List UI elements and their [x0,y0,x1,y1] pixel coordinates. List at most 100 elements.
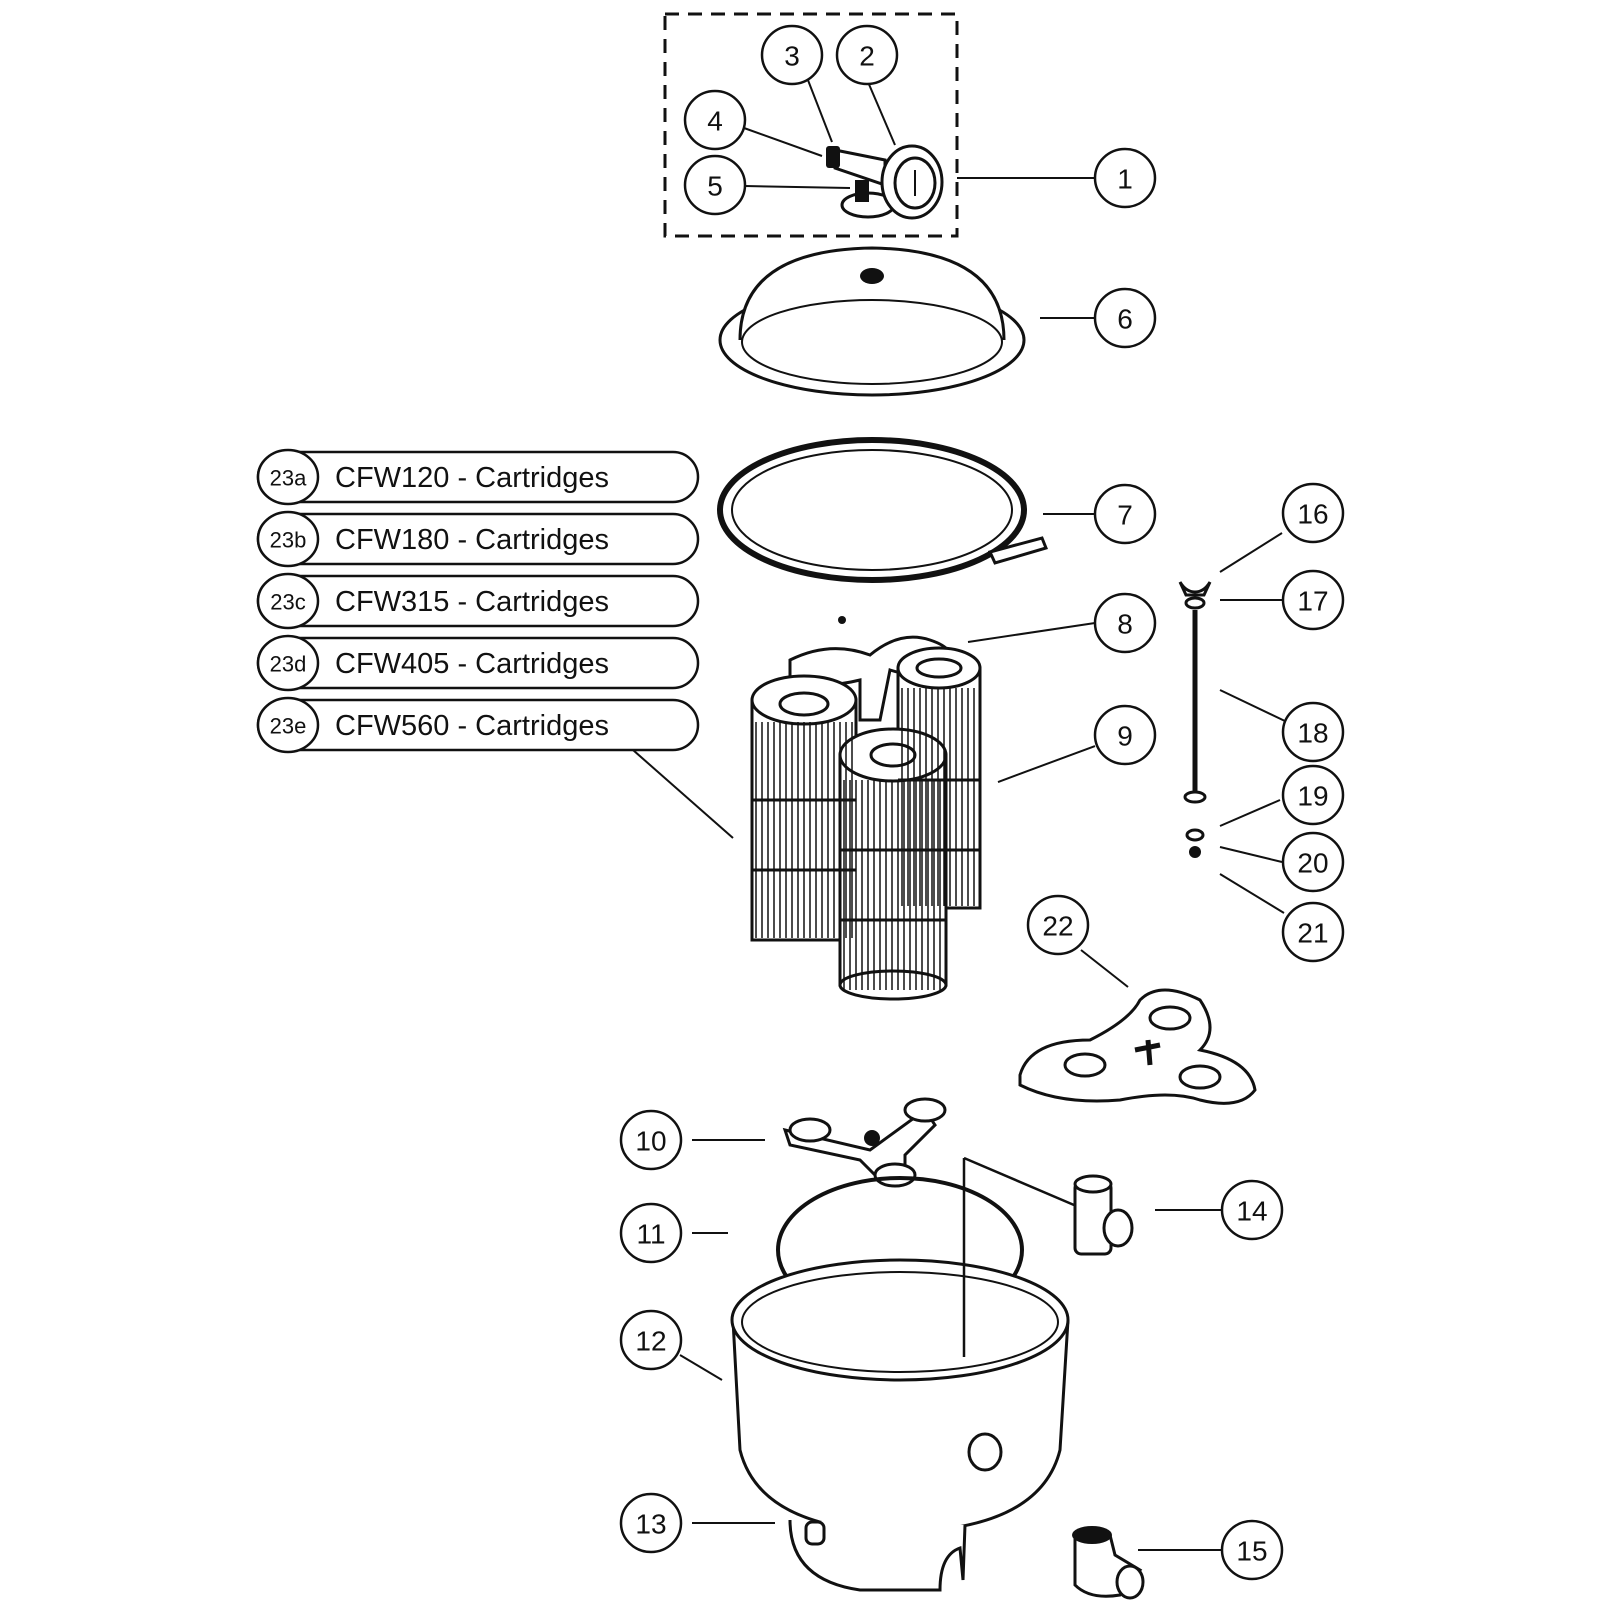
callout-12: 12 [619,1309,683,1371]
clamp-ring [717,437,1049,583]
callout-circle [1093,483,1157,545]
option-id-circle [256,572,320,630]
callout-22: 22 [1026,894,1090,956]
callout-circle [619,1492,683,1554]
option-label: CFW560 - Cartridges [335,710,609,742]
callout-circle [835,24,899,86]
callout-circle [1281,764,1345,826]
callout-20: 20 [1281,831,1345,893]
lower-manifold [782,1097,947,1188]
elbow-fitting [1072,1526,1145,1600]
callout-number: 22 [1042,911,1073,942]
cartridge-bundle [750,616,982,1001]
option-id-circle [256,696,320,754]
cartridge-option-23d: 23d CFW405 - Cartridges [256,634,700,692]
callout-circle [1093,147,1157,209]
leader-lines [632,74,1288,1551]
callout-16: 16 [1281,482,1345,544]
callout-number: 8 [1117,609,1133,640]
option-label: CFW405 - Cartridges [335,648,609,680]
callout-circle [1281,482,1345,544]
callout-number: 13 [635,1509,666,1540]
callout-circle [683,154,747,216]
callout-6: 6 [1093,287,1157,349]
option-id: 23c [270,590,305,615]
assembly-dashed-box [663,12,959,238]
callout-circle [1093,287,1157,349]
option-id: 23e [270,714,307,739]
callout-circle [619,1309,683,1371]
callout-number: 3 [784,41,800,72]
callout-circle [619,1202,683,1264]
option-label: CFW180 - Cartridges [335,524,609,556]
callout-circle [760,24,824,86]
cartridge-option-23e: 23e CFW560 - Cartridges [256,696,700,754]
callout-number: 5 [707,171,723,202]
callout-19: 19 [1281,764,1345,826]
callout-number: 18 [1297,718,1328,749]
callout-number: 19 [1297,781,1328,812]
callout-number: 1 [1117,164,1133,195]
callout-number: 2 [859,41,875,72]
tank-body [730,1156,1075,1592]
callout-number: 12 [635,1326,666,1357]
callout-3: 3 [760,24,824,86]
manifold-gasket [1018,988,1257,1105]
filter-lid [718,246,1026,397]
callout-number: 11 [636,1219,665,1250]
gauge-assembly [663,12,959,238]
callout-circle [1026,894,1090,956]
callout-circle [1093,704,1157,766]
option-label: CFW120 - Cartridges [335,462,609,494]
callout-2: 2 [835,24,899,86]
callout-circle [1281,569,1345,631]
callout-circle [1281,901,1345,963]
callout-18: 18 [1281,701,1345,763]
cartridge-option-23b: 23b CFW180 - Cartridges [256,510,700,568]
callout-number: 21 [1297,918,1328,949]
callout-number: 17 [1297,586,1328,617]
cartridge-options: 23a CFW120 - Cartridges 23b CFW180 - Cartri… [256,448,700,754]
callout-circle [683,89,747,151]
tee-fitting [1073,1174,1134,1256]
callout-number: 9 [1117,721,1133,752]
callout-circle [1281,831,1345,893]
callout-number: 7 [1117,500,1133,531]
callout-number: 4 [707,106,723,137]
callout-number: 10 [635,1126,666,1157]
callout-15: 15 [1220,1519,1284,1581]
option-id-circle [256,448,320,506]
callout-number: 14 [1236,1196,1267,1227]
option-label: CFW315 - Cartridges [335,586,609,618]
option-id: 23b [270,528,307,553]
callout-number: 16 [1297,499,1328,530]
callout-1: 1 [1093,147,1157,209]
option-id-circle [256,510,320,568]
callout-11: 11 [619,1202,683,1264]
callout-10: 10 [619,1109,683,1171]
cartridge-option-23c: 23c CFW315 - Cartridges [256,572,700,630]
callout-4: 4 [683,89,747,151]
callout-number: 20 [1297,848,1328,879]
callout-circle [1220,1519,1284,1581]
callout-circle [1281,701,1345,763]
callout-21: 21 [1281,901,1345,963]
callout-8: 8 [1093,592,1157,654]
tie-rod-assembly [1178,581,1212,858]
callout-17: 17 [1281,569,1345,631]
option-id: 23a [270,466,307,491]
callout-7: 7 [1093,483,1157,545]
callout-14: 14 [1220,1179,1284,1241]
callout-13: 13 [619,1492,683,1554]
option-id-circle [256,634,320,692]
callout-circle [619,1109,683,1171]
option-id: 23d [270,652,307,677]
callout-number: 6 [1117,304,1133,335]
callout-number: 15 [1236,1536,1267,1567]
callout-5: 5 [683,154,747,216]
callout-circle [1220,1179,1284,1241]
callout-9: 9 [1093,704,1157,766]
cartridge-option-23a: 23a CFW120 - Cartridges [256,448,700,506]
